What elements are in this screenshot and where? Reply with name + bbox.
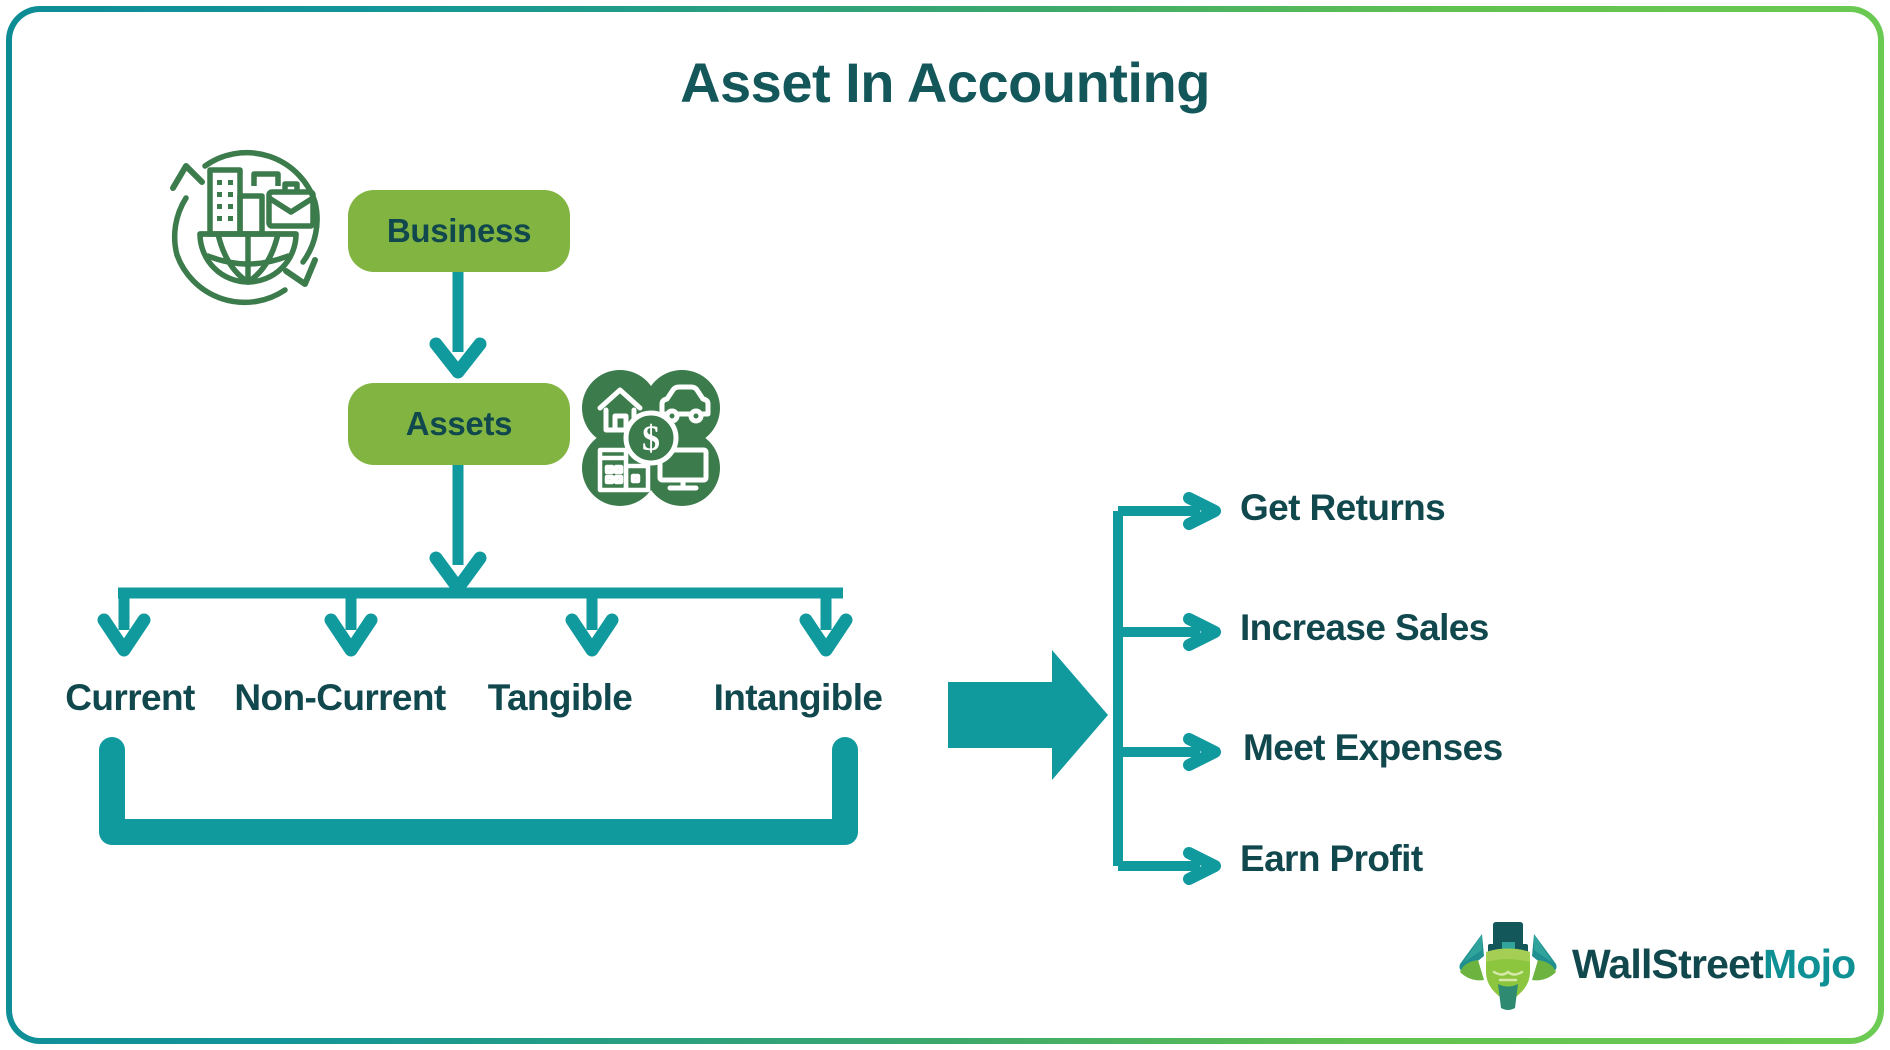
node-assets[interactable]: Assets	[348, 383, 570, 465]
category-label-tangible: Tangible	[487, 677, 633, 718]
gradient-border-frame	[6, 6, 1884, 1044]
logo-text-accent: Mojo	[1762, 940, 1856, 987]
category-label-intangible: Intangible	[713, 677, 883, 718]
outcome-label-earn-profit: Earn Profit	[1240, 838, 1423, 879]
page-title: Asset In Accounting	[680, 51, 1210, 114]
node-assets-label: Assets	[405, 405, 513, 442]
logo-wordmark: WallStreetMojo	[1572, 940, 1856, 988]
outcome-label-increase-sales: Increase Sales	[1240, 607, 1489, 648]
node-business[interactable]: Business	[348, 190, 570, 272]
outcome-label-meet-expenses: Meet Expenses	[1243, 727, 1503, 768]
business-globe-icon	[155, 142, 335, 314]
category-label-current: Current	[65, 677, 195, 718]
outcome-label-get-returns: Get Returns	[1240, 487, 1446, 528]
logo-text-primary: WallStreet	[1572, 940, 1764, 987]
node-business-label: Business	[386, 212, 532, 249]
frame-inner-surface	[12, 12, 1878, 1038]
assets-cluster-icon: $	[578, 368, 724, 508]
svg-text:$: $	[642, 418, 660, 458]
bull-with-top-hat-icon	[1459, 922, 1557, 1010]
category-label-non-current: Non-Current	[234, 677, 446, 718]
wallstreetmojo-logo[interactable]: WallStreetMojo	[1452, 908, 1858, 1020]
